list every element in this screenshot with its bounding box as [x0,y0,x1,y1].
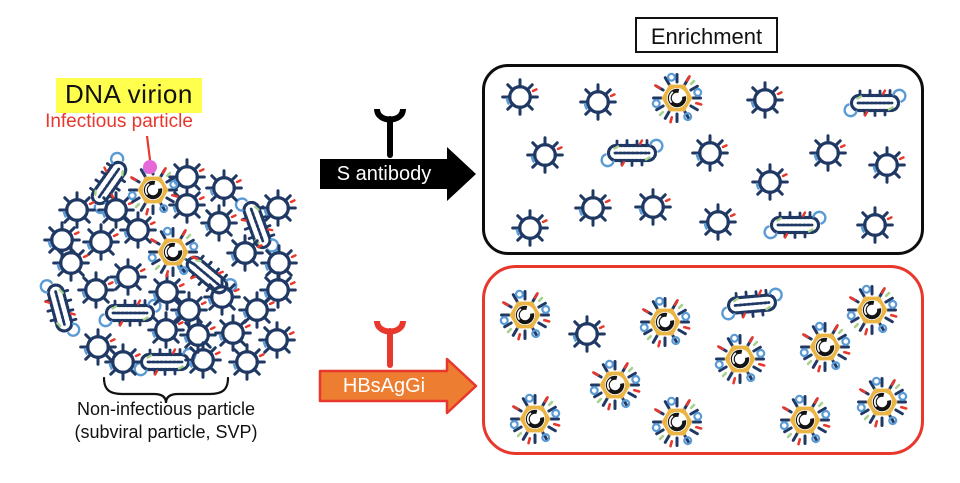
svp-ring-particle [500,77,540,117]
dna-virion-particle [588,358,642,412]
dna-virion-particle [126,163,180,217]
svp-ring-particle [258,188,298,228]
svp-ring-particle [578,82,618,122]
svp-filament-particle [843,88,907,118]
svp-ring-particle [690,133,730,173]
svp-filament-particle [763,210,827,240]
non-infectious-caption-line1: Non-infectious particle [76,399,256,419]
dna-virion-particle [508,392,562,446]
svp-ring-particle [573,188,613,228]
non-infectious-caption-line2: (subviral particle, SVP) [74,422,258,442]
svp-filament-particle [719,286,785,322]
svp-ring-particle [808,133,848,173]
svp-ring-particle [633,187,673,227]
svp-ring-particle [745,80,785,120]
dna-virion-particle [650,395,704,449]
infectious-particle-label: Infectious particle [45,111,193,132]
svp-ring-particle [103,342,143,382]
svp-ring-particle [750,162,790,202]
svp-ring-particle [698,202,738,242]
svp-ring-particle [258,270,298,310]
dna-virion-particle [778,393,832,447]
dna-virion-particle [638,295,692,349]
svp-filament-particle [600,138,664,168]
enrichment-title: Enrichment [635,17,778,53]
hbsaggi-arrow-label: HBsAgGi [342,375,426,397]
svp-ring-particle [867,145,907,185]
dna-virion-particle [798,320,852,374]
svp-ring-particle [227,342,267,382]
svp-ring-particle [855,205,895,245]
dna-virion-particle [713,332,767,386]
dna-virion-particle [855,375,909,429]
svp-ring-particle [567,314,607,354]
svp-ring-particle [510,208,550,248]
s-antibody-arrow-label: S antibody [336,163,432,185]
dna-virion-label: DNA virion [56,78,202,113]
dna-virion-particle [146,225,200,279]
svp-ring-particle [183,340,223,380]
dna-virion-particle [498,288,552,342]
dna-virion-particle [650,71,704,125]
svp-ring-particle [76,270,116,310]
svp-ring-particle [525,135,565,175]
